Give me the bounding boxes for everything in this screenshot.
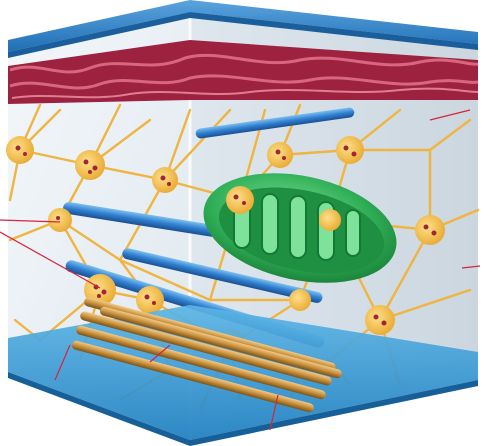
pointer-line (429, 109, 471, 121)
node (267, 142, 293, 168)
node (226, 186, 254, 214)
node (136, 286, 164, 314)
node (336, 136, 364, 164)
pointer-line (461, 265, 481, 269)
node (6, 136, 34, 164)
node (415, 215, 445, 245)
top-membrane-plate (8, 0, 478, 58)
mitochondrion (203, 173, 397, 283)
node (48, 208, 72, 232)
pointer-line (149, 344, 171, 363)
node (152, 167, 178, 193)
microfilament-bundle (71, 297, 342, 413)
microtubule-3 (122, 248, 323, 303)
node (365, 305, 395, 335)
node (289, 289, 311, 311)
pointer-line (0, 231, 101, 289)
pointer-line (269, 394, 279, 431)
pointer-lines (0, 109, 481, 431)
pointer-line (0, 219, 61, 223)
endoplasmic-reticulum (8, 40, 479, 104)
node (319, 209, 341, 231)
node (84, 274, 116, 306)
pointer-line (54, 344, 71, 381)
microtubule-1 (195, 107, 355, 139)
microtubule-2 (63, 202, 251, 242)
node (75, 150, 105, 180)
